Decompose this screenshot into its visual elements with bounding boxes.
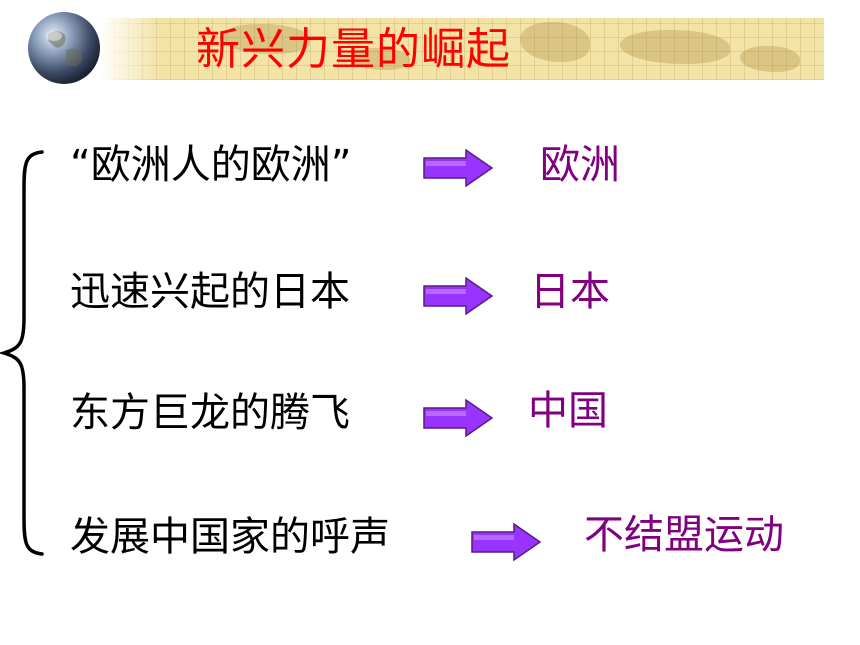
answer-europe: 欧洲 — [540, 142, 620, 188]
answer-china: 中国 — [528, 388, 608, 434]
row-label-developing: 发展中国家的呼声 — [70, 514, 390, 560]
left-curly-brace — [0, 150, 44, 556]
globe-icon — [28, 12, 100, 84]
answer-japan: 日本 — [530, 269, 610, 315]
row-label-japan: 迅速兴起的日本 — [70, 269, 350, 315]
right-arrow-icon — [471, 522, 542, 562]
answer-nam: 不结盟运动 — [584, 512, 784, 558]
row-label-china: 东方巨龙的腾飞 — [70, 390, 350, 436]
right-arrow-icon — [423, 276, 494, 316]
slide-title: 新兴力量的崛起 — [196, 24, 511, 75]
title-banner — [100, 18, 824, 80]
row-label-europe: “欧洲人的欧洲” — [70, 142, 352, 188]
right-arrow-icon — [423, 148, 494, 188]
right-arrow-icon — [423, 398, 494, 438]
